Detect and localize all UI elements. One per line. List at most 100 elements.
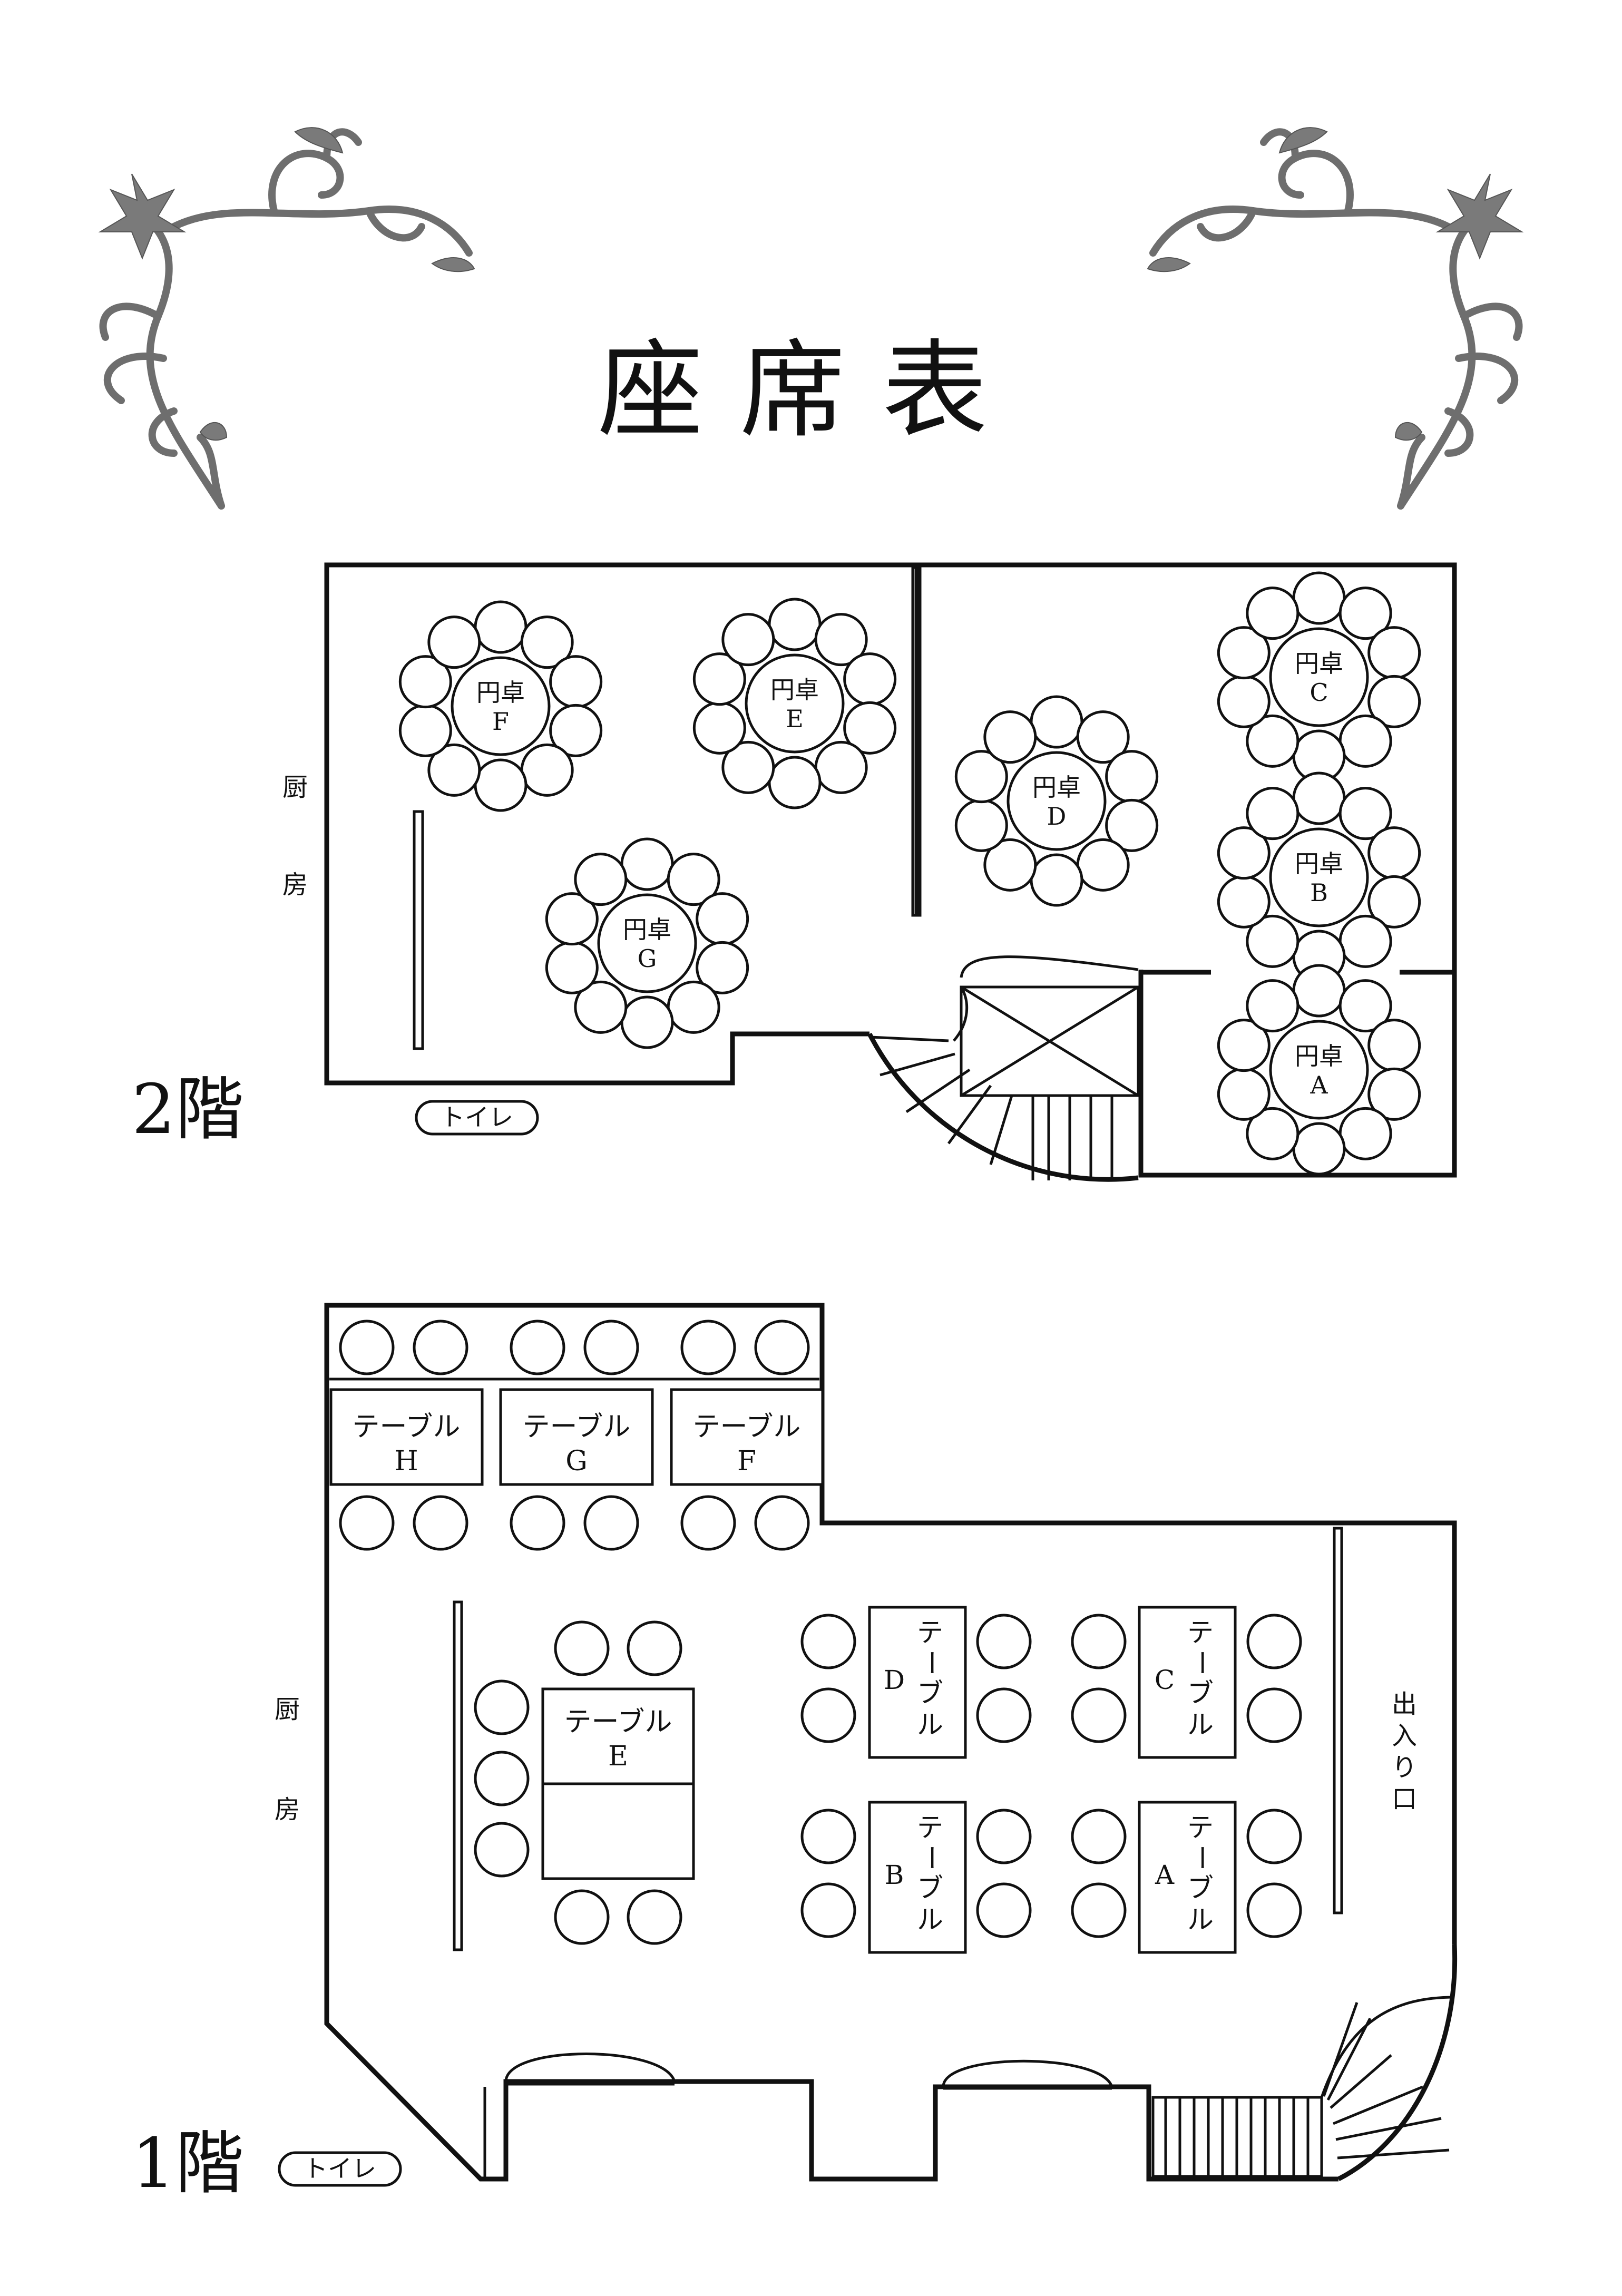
round-table-g-seat[interactable] (620, 837, 674, 891)
round-table-f-seat[interactable] (474, 758, 527, 812)
round-table-a-seat[interactable] (1338, 979, 1392, 1033)
round-table-c-seat[interactable] (1246, 587, 1299, 640)
chair[interactable] (413, 1320, 468, 1375)
round-table-d-seat[interactable] (1076, 710, 1130, 764)
round-table-d-seat[interactable] (954, 798, 1008, 852)
round-table-g-seat[interactable] (574, 853, 628, 906)
table-a[interactable]: A テ ー ブ ル (1138, 1801, 1237, 1954)
round-table-f-seat[interactable] (549, 704, 603, 757)
round-table-a-seat[interactable] (1367, 1019, 1421, 1072)
round-table-g-top[interactable] (597, 893, 697, 993)
chair[interactable] (800, 1882, 856, 1938)
chair[interactable] (976, 1882, 1032, 1938)
chair[interactable] (510, 1320, 565, 1375)
round-table-a-seat[interactable] (1246, 979, 1299, 1033)
round-table-d-seat[interactable] (1030, 695, 1083, 749)
round-table-c-seat[interactable] (1292, 571, 1346, 625)
round-table-c-seat[interactable] (1217, 675, 1271, 728)
chair[interactable] (800, 1614, 856, 1669)
round-table-c-top[interactable] (1269, 627, 1369, 727)
round-table-f-seat[interactable] (398, 704, 452, 757)
chair[interactable] (976, 1687, 1032, 1743)
chair[interactable] (800, 1687, 856, 1743)
round-table-c-seat[interactable] (1217, 626, 1271, 680)
chair[interactable] (474, 1751, 530, 1806)
round-table-g-seat[interactable] (574, 980, 628, 1034)
round-table-e-seat[interactable] (843, 652, 897, 706)
chair[interactable] (554, 1620, 610, 1676)
round-table-e[interactable]: 円卓E (692, 598, 897, 809)
round-table-g-seat[interactable] (696, 892, 749, 946)
round-table-a-seat[interactable] (1292, 964, 1346, 1018)
chair[interactable] (627, 1620, 682, 1676)
round-table-e-seat[interactable] (768, 598, 822, 651)
round-table-d-seat[interactable] (1030, 853, 1083, 907)
round-table-b-seat[interactable] (1246, 914, 1299, 968)
table-c[interactable]: C テ ー ブ ル (1138, 1606, 1237, 1759)
chair[interactable] (1071, 1809, 1127, 1864)
round-table-f-seat[interactable] (398, 655, 452, 709)
chair[interactable] (1246, 1687, 1302, 1743)
round-table-e-seat[interactable] (814, 740, 868, 794)
round-table-c-seat[interactable] (1246, 714, 1299, 768)
round-table-b-seat[interactable] (1217, 875, 1271, 929)
chair[interactable] (339, 1495, 395, 1551)
round-table-d-top[interactable] (1007, 751, 1107, 851)
round-table-b-seat[interactable] (1367, 826, 1421, 880)
chair[interactable] (976, 1809, 1032, 1864)
round-table-f-seat[interactable] (520, 743, 574, 797)
chair[interactable] (976, 1614, 1032, 1669)
round-table-f-seat[interactable] (427, 615, 481, 669)
chair[interactable] (474, 1679, 530, 1735)
round-table-g-seat[interactable] (696, 941, 749, 994)
table-g[interactable]: テーブル G (499, 1388, 654, 1486)
table-b[interactable]: B テ ー ブ ル (868, 1801, 967, 1954)
round-table-a[interactable]: 円卓A (1217, 964, 1421, 1176)
table-f[interactable]: テーブル F (670, 1388, 824, 1486)
chair[interactable] (1246, 1809, 1302, 1864)
chair[interactable] (680, 1495, 736, 1551)
round-table-d-seat[interactable] (954, 750, 1008, 804)
chair[interactable] (583, 1495, 639, 1551)
round-table-e-seat[interactable] (721, 740, 775, 794)
round-table-g[interactable]: 円卓G (545, 837, 749, 1049)
round-table-b[interactable]: 円卓B (1217, 771, 1421, 983)
round-table-d-seat[interactable] (983, 838, 1037, 892)
round-table-b-seat[interactable] (1246, 787, 1299, 841)
round-table-a-seat[interactable] (1217, 1067, 1271, 1121)
round-table-b-top[interactable] (1269, 827, 1369, 927)
round-table-f-seat[interactable] (549, 655, 603, 709)
round-table-d-seat[interactable] (1105, 798, 1159, 852)
round-table-f-seat[interactable] (520, 615, 574, 669)
round-table-f[interactable]: 円卓F (398, 600, 603, 812)
chair[interactable] (680, 1320, 736, 1375)
chair[interactable] (1071, 1882, 1127, 1938)
table-d[interactable]: D テ ー ブ ル (868, 1606, 967, 1759)
round-table-a-seat[interactable] (1292, 1122, 1346, 1176)
table-e[interactable]: テーブル E (541, 1687, 695, 1880)
chair[interactable] (583, 1320, 639, 1375)
round-table-d-seat[interactable] (1076, 838, 1130, 892)
round-table-a-seat[interactable] (1338, 1107, 1392, 1160)
chair[interactable] (1246, 1882, 1302, 1938)
round-table-d-seat[interactable] (983, 710, 1037, 764)
chair[interactable] (754, 1320, 810, 1375)
round-table-a-seat[interactable] (1246, 1107, 1299, 1160)
round-table-f-top[interactable] (451, 656, 551, 756)
chair[interactable] (554, 1889, 610, 1945)
round-table-g-seat[interactable] (545, 941, 599, 994)
chair[interactable] (1071, 1687, 1127, 1743)
round-table-a-top[interactable] (1269, 1020, 1369, 1120)
round-table-e-top[interactable] (745, 653, 845, 754)
round-table-e-seat[interactable] (843, 701, 897, 755)
chair[interactable] (474, 1822, 530, 1878)
chair[interactable] (339, 1320, 395, 1375)
chair[interactable] (627, 1889, 682, 1945)
chair[interactable] (1071, 1614, 1127, 1669)
chair[interactable] (510, 1495, 565, 1551)
round-table-c-seat[interactable] (1338, 587, 1392, 640)
chair[interactable] (800, 1809, 856, 1864)
round-table-b-seat[interactable] (1338, 914, 1392, 968)
round-table-g-seat[interactable] (545, 892, 599, 946)
round-table-g-seat[interactable] (620, 995, 674, 1049)
